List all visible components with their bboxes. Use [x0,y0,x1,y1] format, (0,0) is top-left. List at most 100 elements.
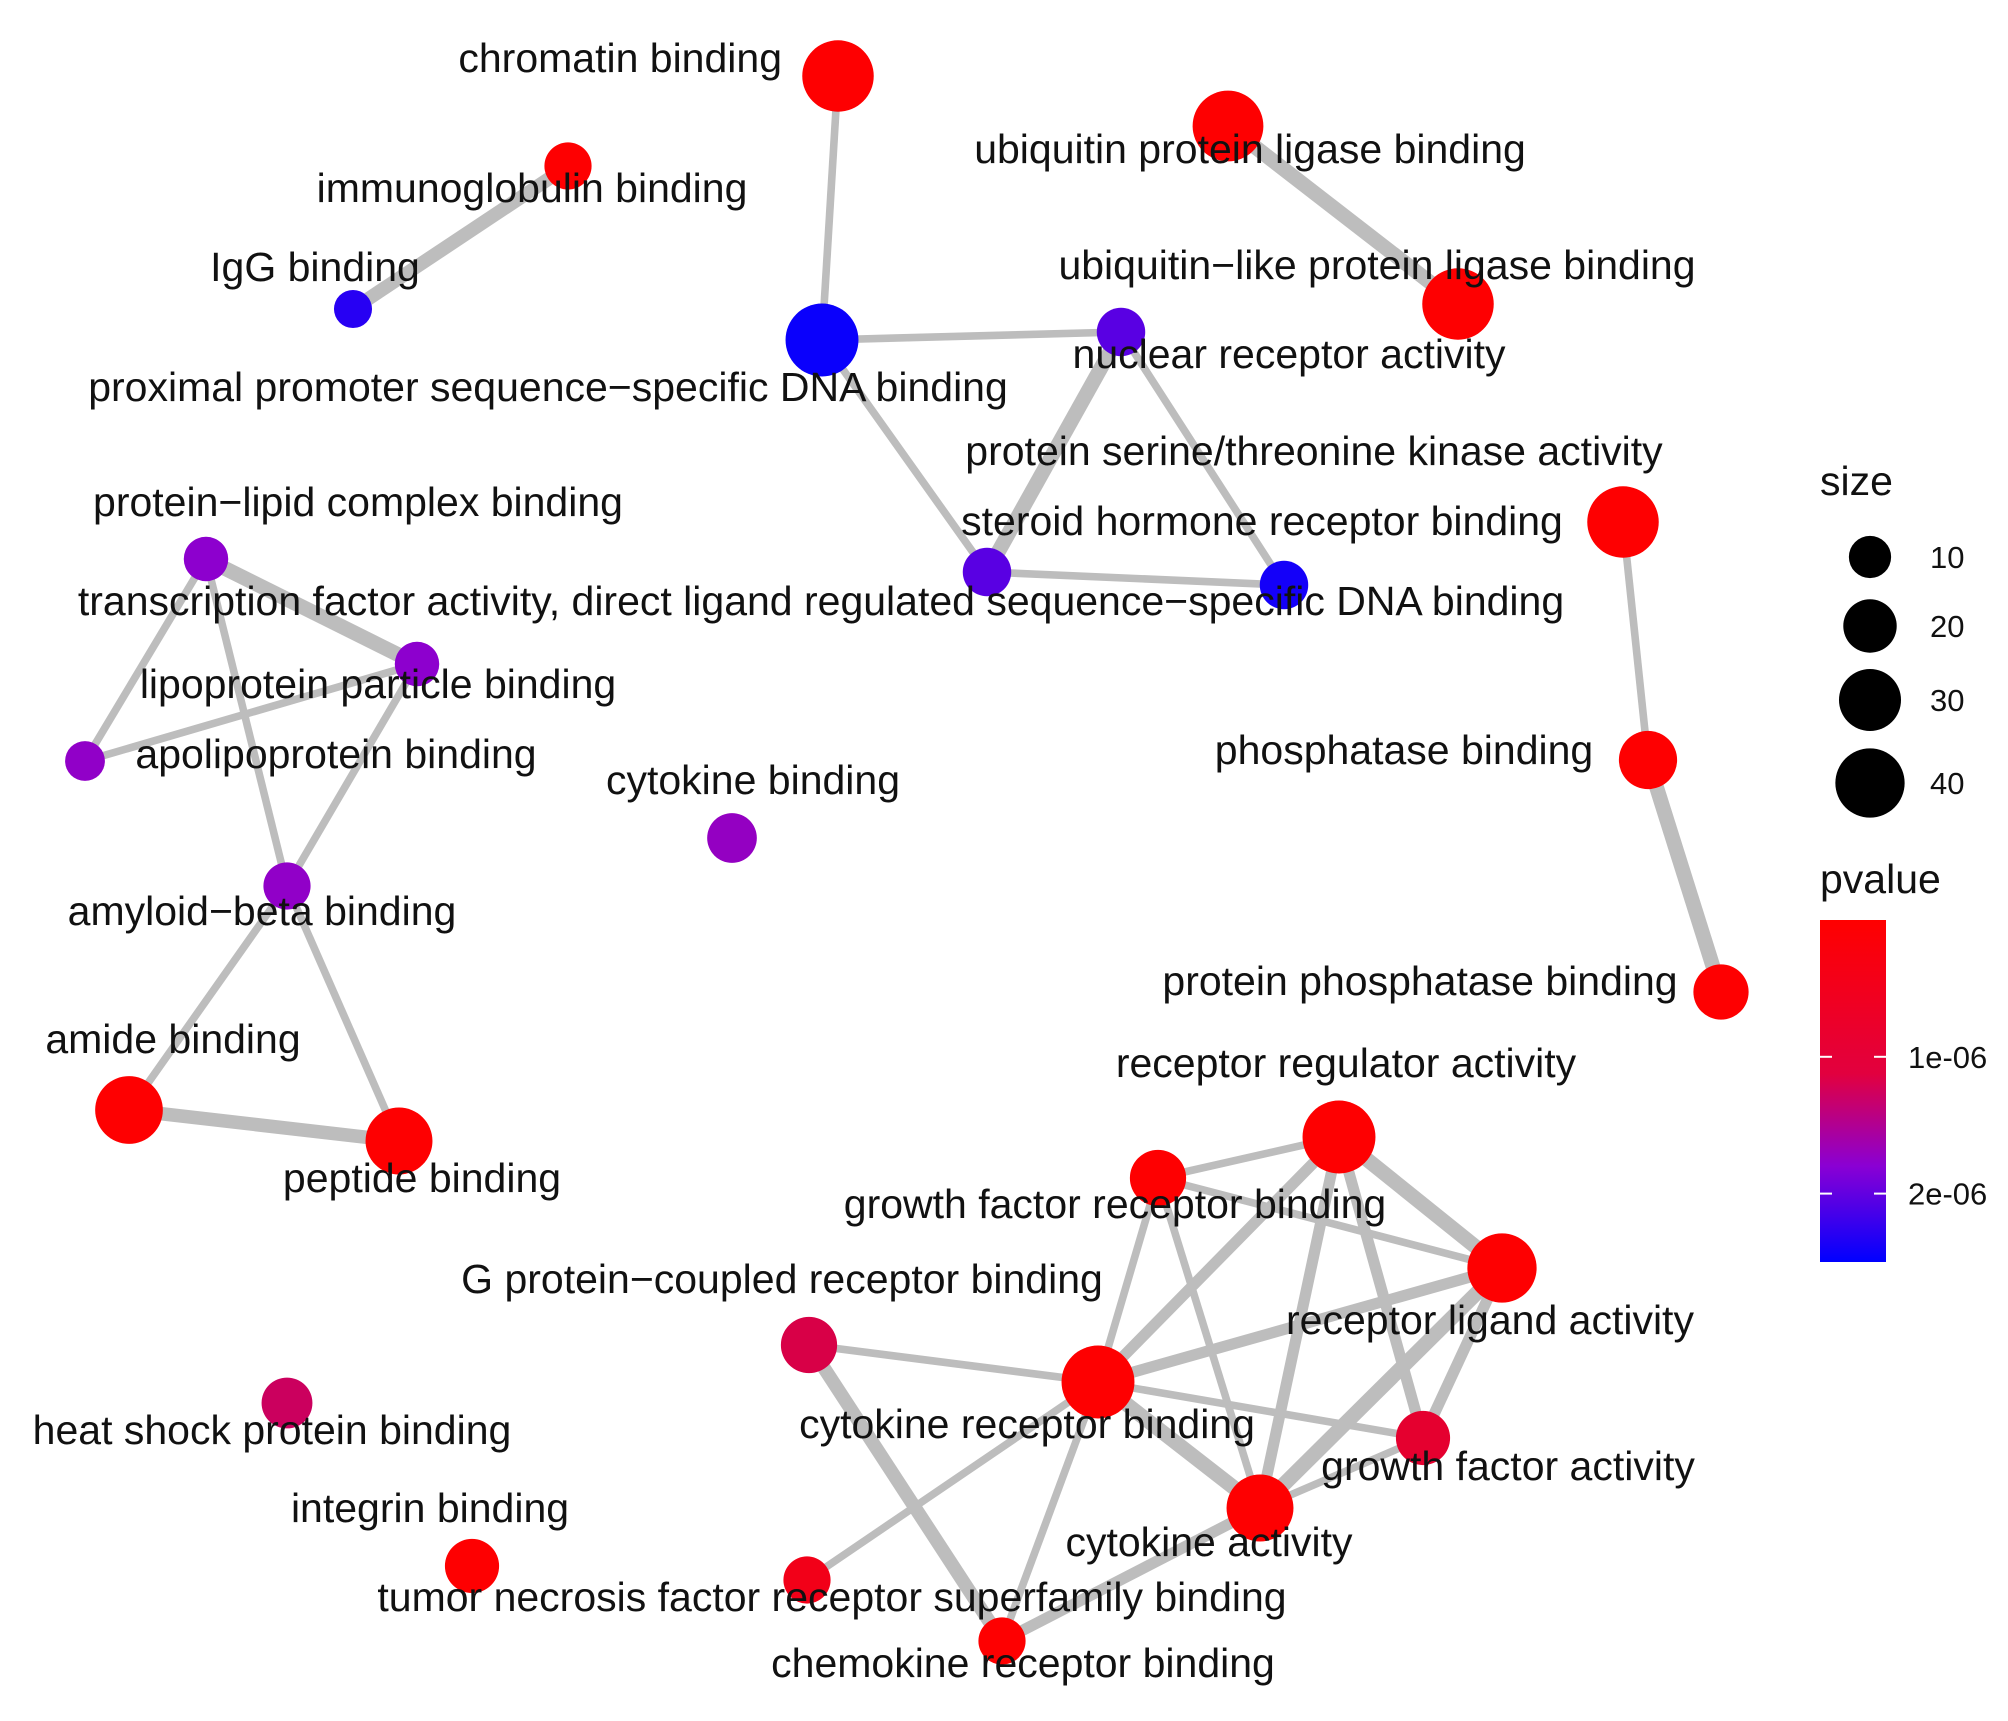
node-chemokine [978,1617,1026,1665]
edge-amide-peptide [128,1103,400,1148]
edge-protlipid-apolipo [81,557,210,763]
node-label-cytact: cytokine activity [1065,1519,1353,1565]
size-legend-label: 30 [1930,683,1964,718]
node-label-lipoprotein: lipoprotein particle binding [140,661,616,707]
node-label-igg: IgG binding [210,244,420,290]
node-label-gpcr: G protein−coupled receptor binding [461,1256,1103,1302]
edge-steroid-tf_ligand [986,568,1285,589]
legend: size 10 20 30 40 pvalue 1e-06 2e-06 [1820,458,1987,1262]
edge-lipoprotein-apolipo [83,660,419,765]
edge-recreg-cytrec [1094,1133,1343,1386]
node-label-reclig: receptor ligand activity [1286,1297,1694,1343]
node-label-chemokine: chemokine receptor binding [771,1640,1275,1686]
node-gfact [1395,1410,1451,1466]
node-label-gfrb: growth factor receptor binding [844,1181,1386,1227]
size-legend-label: 40 [1930,766,1964,801]
node-gfrb [1129,1149,1187,1207]
edge-nuclear-steroid [980,328,1128,576]
node-label-phosphatase: phosphatase binding [1215,727,1593,773]
node-label-integrin: integrin binding [291,1485,569,1531]
node-label-immunoglobulin: immunoglobulin binding [317,165,748,211]
node-protlipid [183,536,229,582]
node-label-heatshock: heat shock protein binding [33,1407,512,1453]
size-legend-label: 10 [1930,540,1964,575]
size-legend-dot [1843,599,1897,653]
pvalue-tick-label: 2e-06 [1908,1177,1987,1212]
edge-gpcr-chemokine [803,1341,1008,1645]
label-layer: chromatin binding immunoglobulin bindingI… [33,35,1696,1686]
node-reclig [1467,1233,1537,1303]
edge-chromatin-proximal [818,75,842,341]
node-heatshock [261,1377,313,1429]
edge-proximal-nuclear [821,328,1122,344]
edge-cytrec-gfact [1097,1378,1424,1442]
node-gpcr [780,1316,838,1374]
node-layer [65,40,1749,1665]
node-label-amyloid: amyloid−beta binding [68,888,457,934]
node-protphos [1693,964,1749,1020]
size-legend-label: 20 [1930,609,1964,644]
node-label-chromatin: chromatin binding [458,35,782,81]
edge-layer [81,75,1729,1646]
node-proximal [785,303,859,377]
edge-recreg-gfact [1333,1135,1429,1440]
size-legend-title: size [1820,458,1893,504]
node-tf_ligand [1259,560,1309,610]
node-nuclear [1096,307,1146,357]
node-amyloid [263,862,311,910]
size-legend: 10 20 30 40 [1835,535,1964,818]
node-label-gfact: growth factor activity [1321,1443,1695,1489]
edge-amyloid-amide [125,883,291,1113]
edge-gfrb-reclig [1157,1174,1503,1272]
node-recreg [1302,1100,1376,1174]
edge-gpcr-cytrec [808,1341,1099,1386]
size-legend-dot [1838,668,1902,732]
edge-ser_thr-phosphatase [1619,521,1652,761]
node-lipoprotein [394,641,440,687]
node-tnf [783,1556,831,1604]
pvalue-tick-label: 1e-06 [1908,1040,1987,1075]
node-apolipo [65,741,105,781]
edge-cytrec-chemokine [998,1380,1102,1643]
node-label-protlipid: protein−lipid complex binding [93,479,623,525]
node-label-tf_ligand: transcription factor activity, direct li… [78,578,1564,624]
node-amide [95,1076,163,1144]
edge-lipoprotein-amyloid [283,662,421,888]
node-label-ser_thr: protein serine/threonine kinase activity [965,428,1663,474]
edge-cytact-chemokine [999,1503,1263,1646]
edge-nuclear-tf_ligand [1117,329,1288,588]
node-label-protphos: protein phosphatase binding [1162,958,1677,1004]
edge-proximal-steroid [818,337,991,575]
pvalue-colorbar [1820,920,1886,1262]
node-label-apolipo: apolipoprotein binding [135,731,536,777]
pvalue-legend-title: pvalue [1820,856,1941,902]
node-immunoglobulin [544,142,592,190]
edge-reclig-cytact [1254,1262,1508,1514]
edge-protlipid-amyloid [202,558,291,887]
edge-gfrb-cytact [1154,1176,1264,1510]
size-legend-dot [1835,748,1905,818]
pvalue-ticks: 1e-06 2e-06 [1820,1040,1987,1212]
node-label-amide: amide binding [45,1016,300,1062]
node-label-ubiqlike: ubiquitin−like protein ligase binding [1058,242,1695,288]
node-label-proximal: proximal promoter sequence−specific DNA … [88,364,1008,410]
edge-protlipid-lipoprotein [202,552,421,671]
edge-immunoglobulin-igg [349,160,572,315]
node-label-recreg: receptor regulator activity [1116,1040,1577,1086]
node-ubiqlike [1422,268,1494,340]
edge-phosphatase-protphos [1640,757,1729,995]
node-ubiq [1192,90,1264,162]
node-cytact [1226,1474,1294,1542]
node-label-cytokine_b: cytokine binding [606,757,900,803]
edge-cytrec-tnf [804,1378,1101,1584]
node-label-steroid: steroid hormone receptor binding [961,498,1563,544]
node-label-nuclear: nuclear receptor activity [1073,331,1506,377]
node-peptide [365,1107,433,1175]
node-integrin [444,1538,500,1594]
node-chromatin [802,40,874,112]
node-steroid [962,547,1012,597]
size-legend-dot [1848,535,1892,579]
node-ser_thr [1587,486,1659,558]
